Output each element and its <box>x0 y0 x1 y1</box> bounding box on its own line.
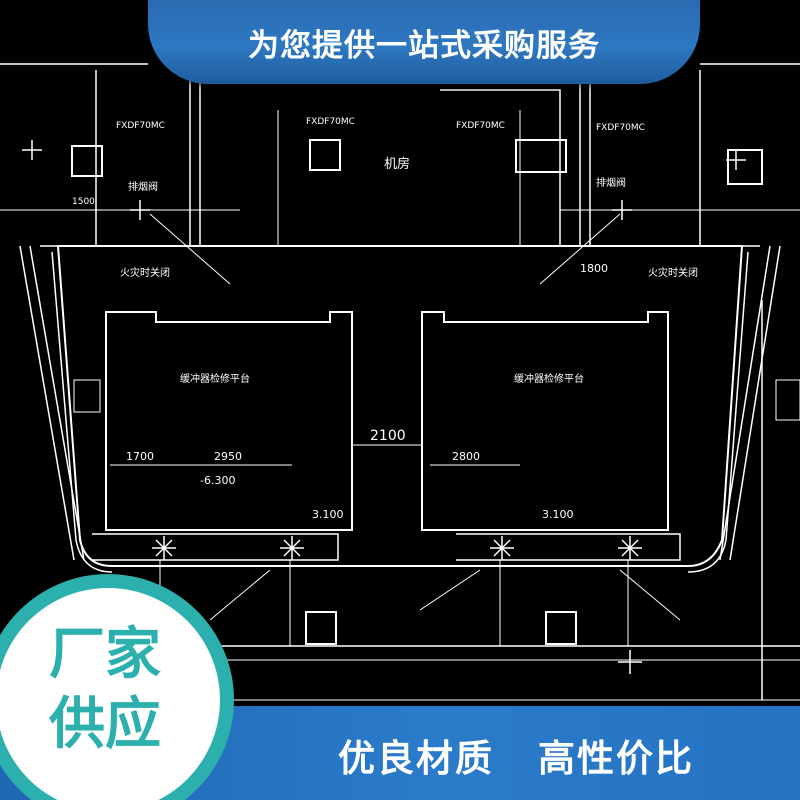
fan-label-4: FXDF70MC <box>596 123 645 133</box>
slogan-right: 高性价比 <box>538 737 694 780</box>
room-label: 机房 <box>384 156 410 172</box>
slogan-left: 优良材质 <box>338 737 494 780</box>
drawing-labels: 机房 2100 1700 2950 2800 -6.300 3.100 3.10… <box>72 117 698 521</box>
top-banner: 为您提供一站式采购服务 <box>148 0 700 84</box>
dim-small: 1500 <box>72 197 95 207</box>
note-fire-left: 火灾时关闭 <box>120 266 170 279</box>
fan-label-1: FXDF70MC <box>116 121 165 131</box>
dim-center: 2100 <box>370 428 406 444</box>
dim-1800: 1800 <box>580 262 608 275</box>
badge-line1: 厂家 <box>49 622 161 687</box>
elevation-mark: -6.300 <box>200 474 235 487</box>
note-right-pit: 缓冲器检修平台 <box>514 372 584 385</box>
note-tag-left: 排烟阀 <box>128 180 158 193</box>
note-tag-right: 排烟阀 <box>596 176 626 189</box>
badge-line2: 供应 <box>49 692 161 757</box>
fan-label-2: FXDF70MC <box>306 117 355 127</box>
fan-label-3: FXDF70MC <box>456 121 505 131</box>
supplier-badge-text: 厂家 供应 <box>30 620 180 760</box>
level-right: 3.100 <box>542 508 574 521</box>
note-fire-right: 火灾时关闭 <box>648 266 698 279</box>
supplier-badge-inner <box>0 588 220 800</box>
dim-left-b: 2950 <box>214 450 242 463</box>
top-banner-text: 为您提供一站式采购服务 <box>248 27 600 64</box>
fixture-markers <box>22 140 746 674</box>
dim-right-a: 2800 <box>452 450 480 463</box>
bottom-slogan: 优良材质 高性价比 <box>338 728 694 782</box>
level-left: 3.100 <box>312 508 344 521</box>
supplier-badge <box>0 574 234 800</box>
note-left-pit: 缓冲器检修平台 <box>180 372 250 385</box>
pit-outline <box>0 63 800 701</box>
dim-left-a: 1700 <box>126 450 154 463</box>
